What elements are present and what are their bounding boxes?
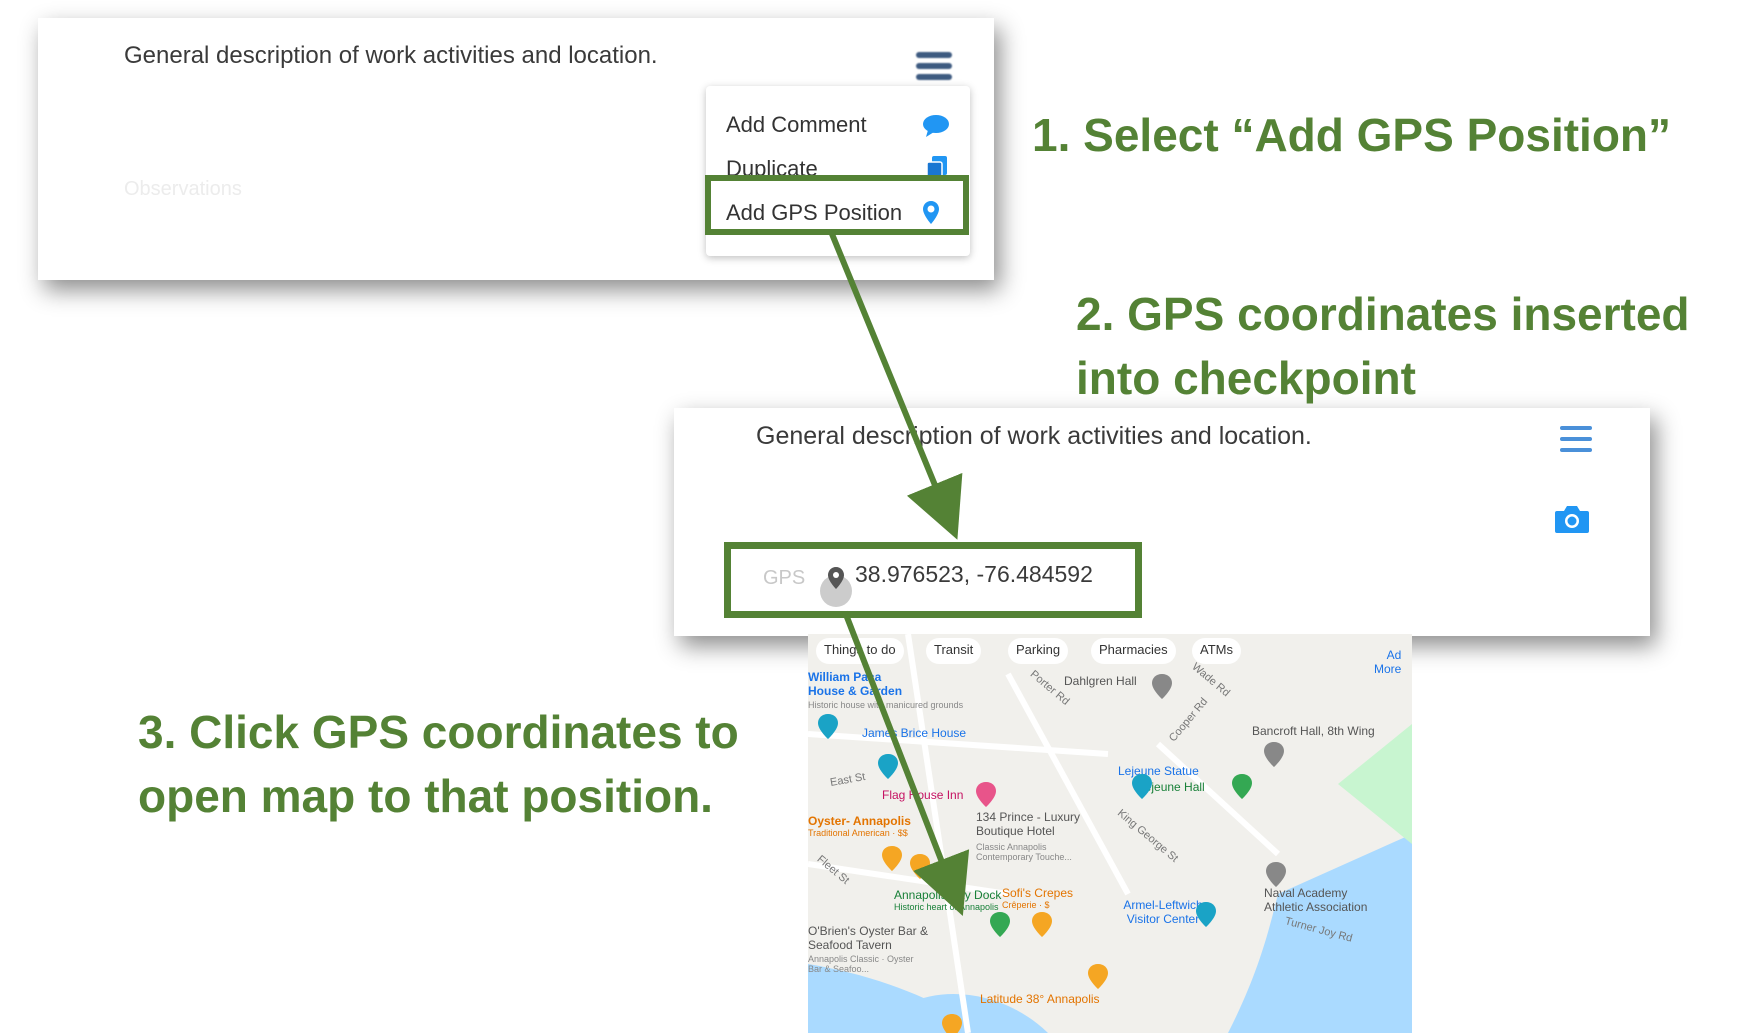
- place-sublabel: Historic house with manicured grounds: [808, 700, 964, 710]
- place-sublabel: Crêperie · $: [1002, 900, 1050, 910]
- place-label[interactable]: Lejeune Statue: [1118, 764, 1199, 778]
- context-menu: Add Comment Duplicate Add GPS Position: [706, 86, 970, 256]
- observations-placeholder[interactable]: Observations: [124, 178, 242, 200]
- map-chip-atms[interactable]: ATMs: [1192, 638, 1241, 664]
- place-label[interactable]: Bancroft Hall, 8th Wing: [1252, 724, 1375, 738]
- place-label[interactable]: 134 Prince - Luxury Boutique Hotel: [976, 810, 1081, 838]
- place-label[interactable]: Oyster- Annapolis: [808, 814, 911, 828]
- place-label[interactable]: Flag House Inn: [882, 788, 964, 802]
- place-sublabel: Annapolis Classic · Oyster Bar & Seafoo.…: [808, 954, 914, 974]
- gps-label: GPS: [763, 567, 806, 589]
- camera-icon[interactable]: [1554, 504, 1590, 539]
- menu-item-add-gps-position[interactable]: Add GPS Position: [726, 200, 939, 226]
- ad-more-link[interactable]: Ad More: [1374, 648, 1402, 676]
- step-2-annotation: 2. GPS coordinates inserted into checkpo…: [1076, 288, 1690, 404]
- map-chip-pharmacies[interactable]: Pharmacies: [1091, 638, 1176, 664]
- place-sublabel: Classic Annapolis Contemporary Touche...: [976, 842, 1072, 862]
- menu-icon[interactable]: [1560, 426, 1592, 454]
- place-label[interactable]: Dahlgren Hall: [1064, 674, 1137, 688]
- checkpoint-panel-with-gps: General description of work activities a…: [674, 408, 1650, 636]
- map-chip-transit[interactable]: Transit: [926, 638, 982, 664]
- checkpoint-panel-menu-open: General description of work activities a…: [38, 18, 994, 280]
- map-chip-parking[interactable]: Parking: [1008, 638, 1069, 664]
- location-pin-icon: [815, 563, 857, 612]
- menu-icon[interactable]: [912, 44, 956, 88]
- work-description: General description of work activities a…: [124, 42, 658, 69]
- gps-field-highlight: GPS 38.976523, -76.484592: [724, 542, 1142, 618]
- add-gps-highlight-box: [705, 175, 969, 235]
- menu-item-add-comment[interactable]: Add Comment: [726, 112, 949, 138]
- gps-coordinates-link[interactable]: 38.976523, -76.484592: [855, 561, 1093, 587]
- map-background: [808, 634, 1412, 1033]
- step-1-annotation: 1. Select “Add GPS Position”: [1032, 109, 1672, 161]
- place-label[interactable]: Armel-Leftwich Visitor Center: [1123, 898, 1203, 926]
- place-label[interactable]: Sofi's Crepes: [1002, 886, 1073, 900]
- location-pin-icon: [922, 200, 940, 232]
- map-view[interactable]: Things to do Transit Parking Pharmacies …: [808, 634, 1412, 1033]
- step-3-annotation: 3. Click GPS coordinates to open map to …: [138, 706, 739, 822]
- menu-item-label: Add GPS Position: [726, 200, 903, 225]
- place-sublabel: Traditional American · $$: [808, 828, 908, 838]
- place-label[interactable]: Latitude 38° Annapolis: [980, 992, 1100, 1006]
- menu-item-label: Add Comment: [726, 112, 867, 137]
- place-label[interactable]: O'Brien's Oyster Bar & Seafood Tavern: [808, 924, 928, 952]
- work-description: General description of work activities a…: [756, 422, 1312, 450]
- comment-icon: [922, 114, 950, 144]
- arrow-to-map-position: [842, 610, 970, 916]
- arrow-to-gps-field: [829, 232, 963, 540]
- place-label[interactable]: Lejeune Hall: [1138, 780, 1205, 794]
- place-label[interactable]: Naval Academy Athletic Association: [1264, 886, 1368, 914]
